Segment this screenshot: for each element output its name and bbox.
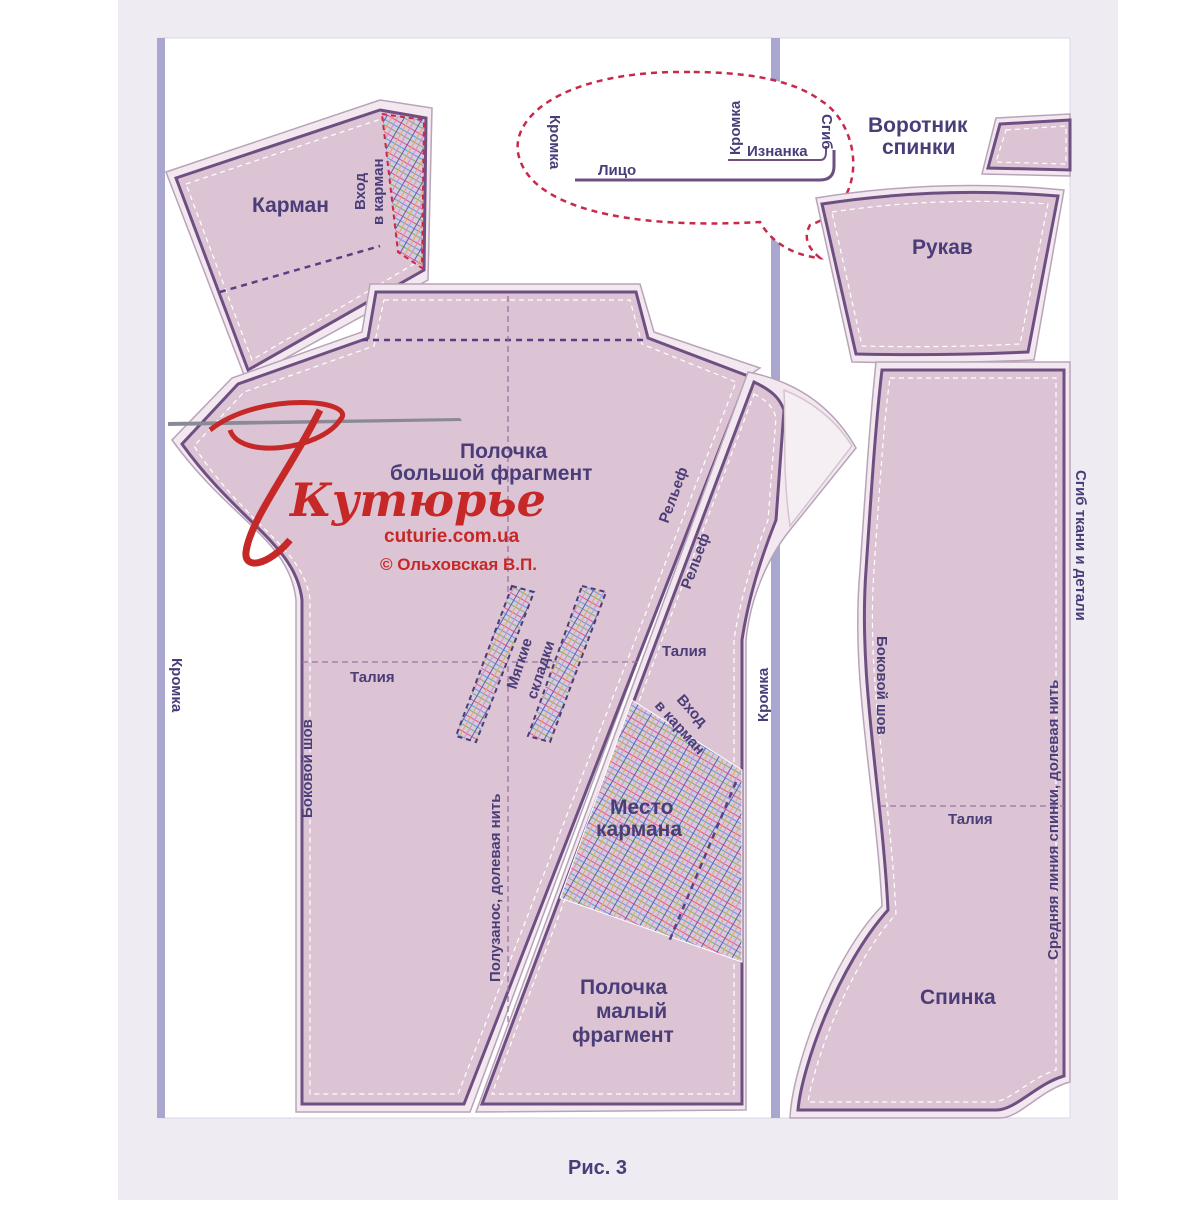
logo-script-text: Кутюрье [288,473,546,527]
callout-edge-right-label: Кромка [727,100,744,155]
waist-label-mid: Талия [662,643,707,660]
pocket-place-label-1: Место [610,796,673,819]
pocket-place-label-2: кармана [596,818,682,841]
pocket-entry-label-1: Вход [352,172,369,210]
callout-face-label: Лицо [598,162,636,179]
callout-fold-label: Сгиб [818,114,835,150]
front-large-label-2: большой фрагмент [390,462,592,485]
selvedge-label-mid: Кромка [755,667,772,722]
grain-front-label: Полузанос, долевая нить [487,794,504,982]
front-small-fragment-piece: Рельеф Талия Вход в карман Место кармана… [474,371,857,1113]
fabric-fold-callout: Кромка Кромка Лицо Изнанка Сгиб [516,70,855,260]
selvedge-left-bar [157,38,165,1118]
pocket-label: Карман [252,194,329,217]
back-center-label: Средняя линия спинки, долевая нить [1045,680,1062,960]
soft-pleat-left [454,584,536,744]
callout-edge-left-label: Кромка [546,115,563,170]
side-seam-label-right: Боковой шов [873,636,890,735]
figure-caption: Рис. 3 [568,1157,627,1179]
back-label: Спинка [920,986,996,1009]
logo-copyright: © Ольховская В.П. [380,555,537,574]
front-small-label-2: малый [596,1000,667,1023]
sleeve-piece: Рукав [815,184,1065,364]
waist-label-left: Талия [350,669,395,686]
soft-pleat-right [526,584,608,744]
back-collar-label-2: спинки [882,136,955,159]
selvedge-label-left: Кромка [168,658,185,713]
pocket-entry-zone [380,112,426,270]
side-seam-label-left: Боковой шов [299,719,316,818]
back-piece: Боковой шов Талия Средняя линия спинки, … [789,361,1071,1119]
callout-reverse-label: Изнанка [747,143,808,160]
fold-label-right: Сгиб ткани и детали [1072,470,1089,621]
selvedge-middle-bar [771,38,780,1118]
cuturie-logo: Кутюрье cuturie.com.ua © Ольховская В.П. [168,400,546,574]
waist-label-right: Талия [948,811,993,828]
sleeve-label: Рукав [912,236,973,259]
front-large-fragment-piece: Полочка большой фрагмент Рельеф Талия Мя… [171,283,762,1113]
back-collar-label-1: Воротник [868,114,968,137]
pocket-place-zone [559,699,743,963]
pocket-entry-label-2: в карман [370,158,387,225]
logo-site: cuturie.com.ua [384,526,520,547]
front-small-label-1: Полочка [580,976,667,999]
front-small-label-3: фрагмент [572,1024,674,1047]
back-collar-piece: Воротник спинки [868,113,1072,177]
front-large-label-1: Полочка [460,440,547,463]
